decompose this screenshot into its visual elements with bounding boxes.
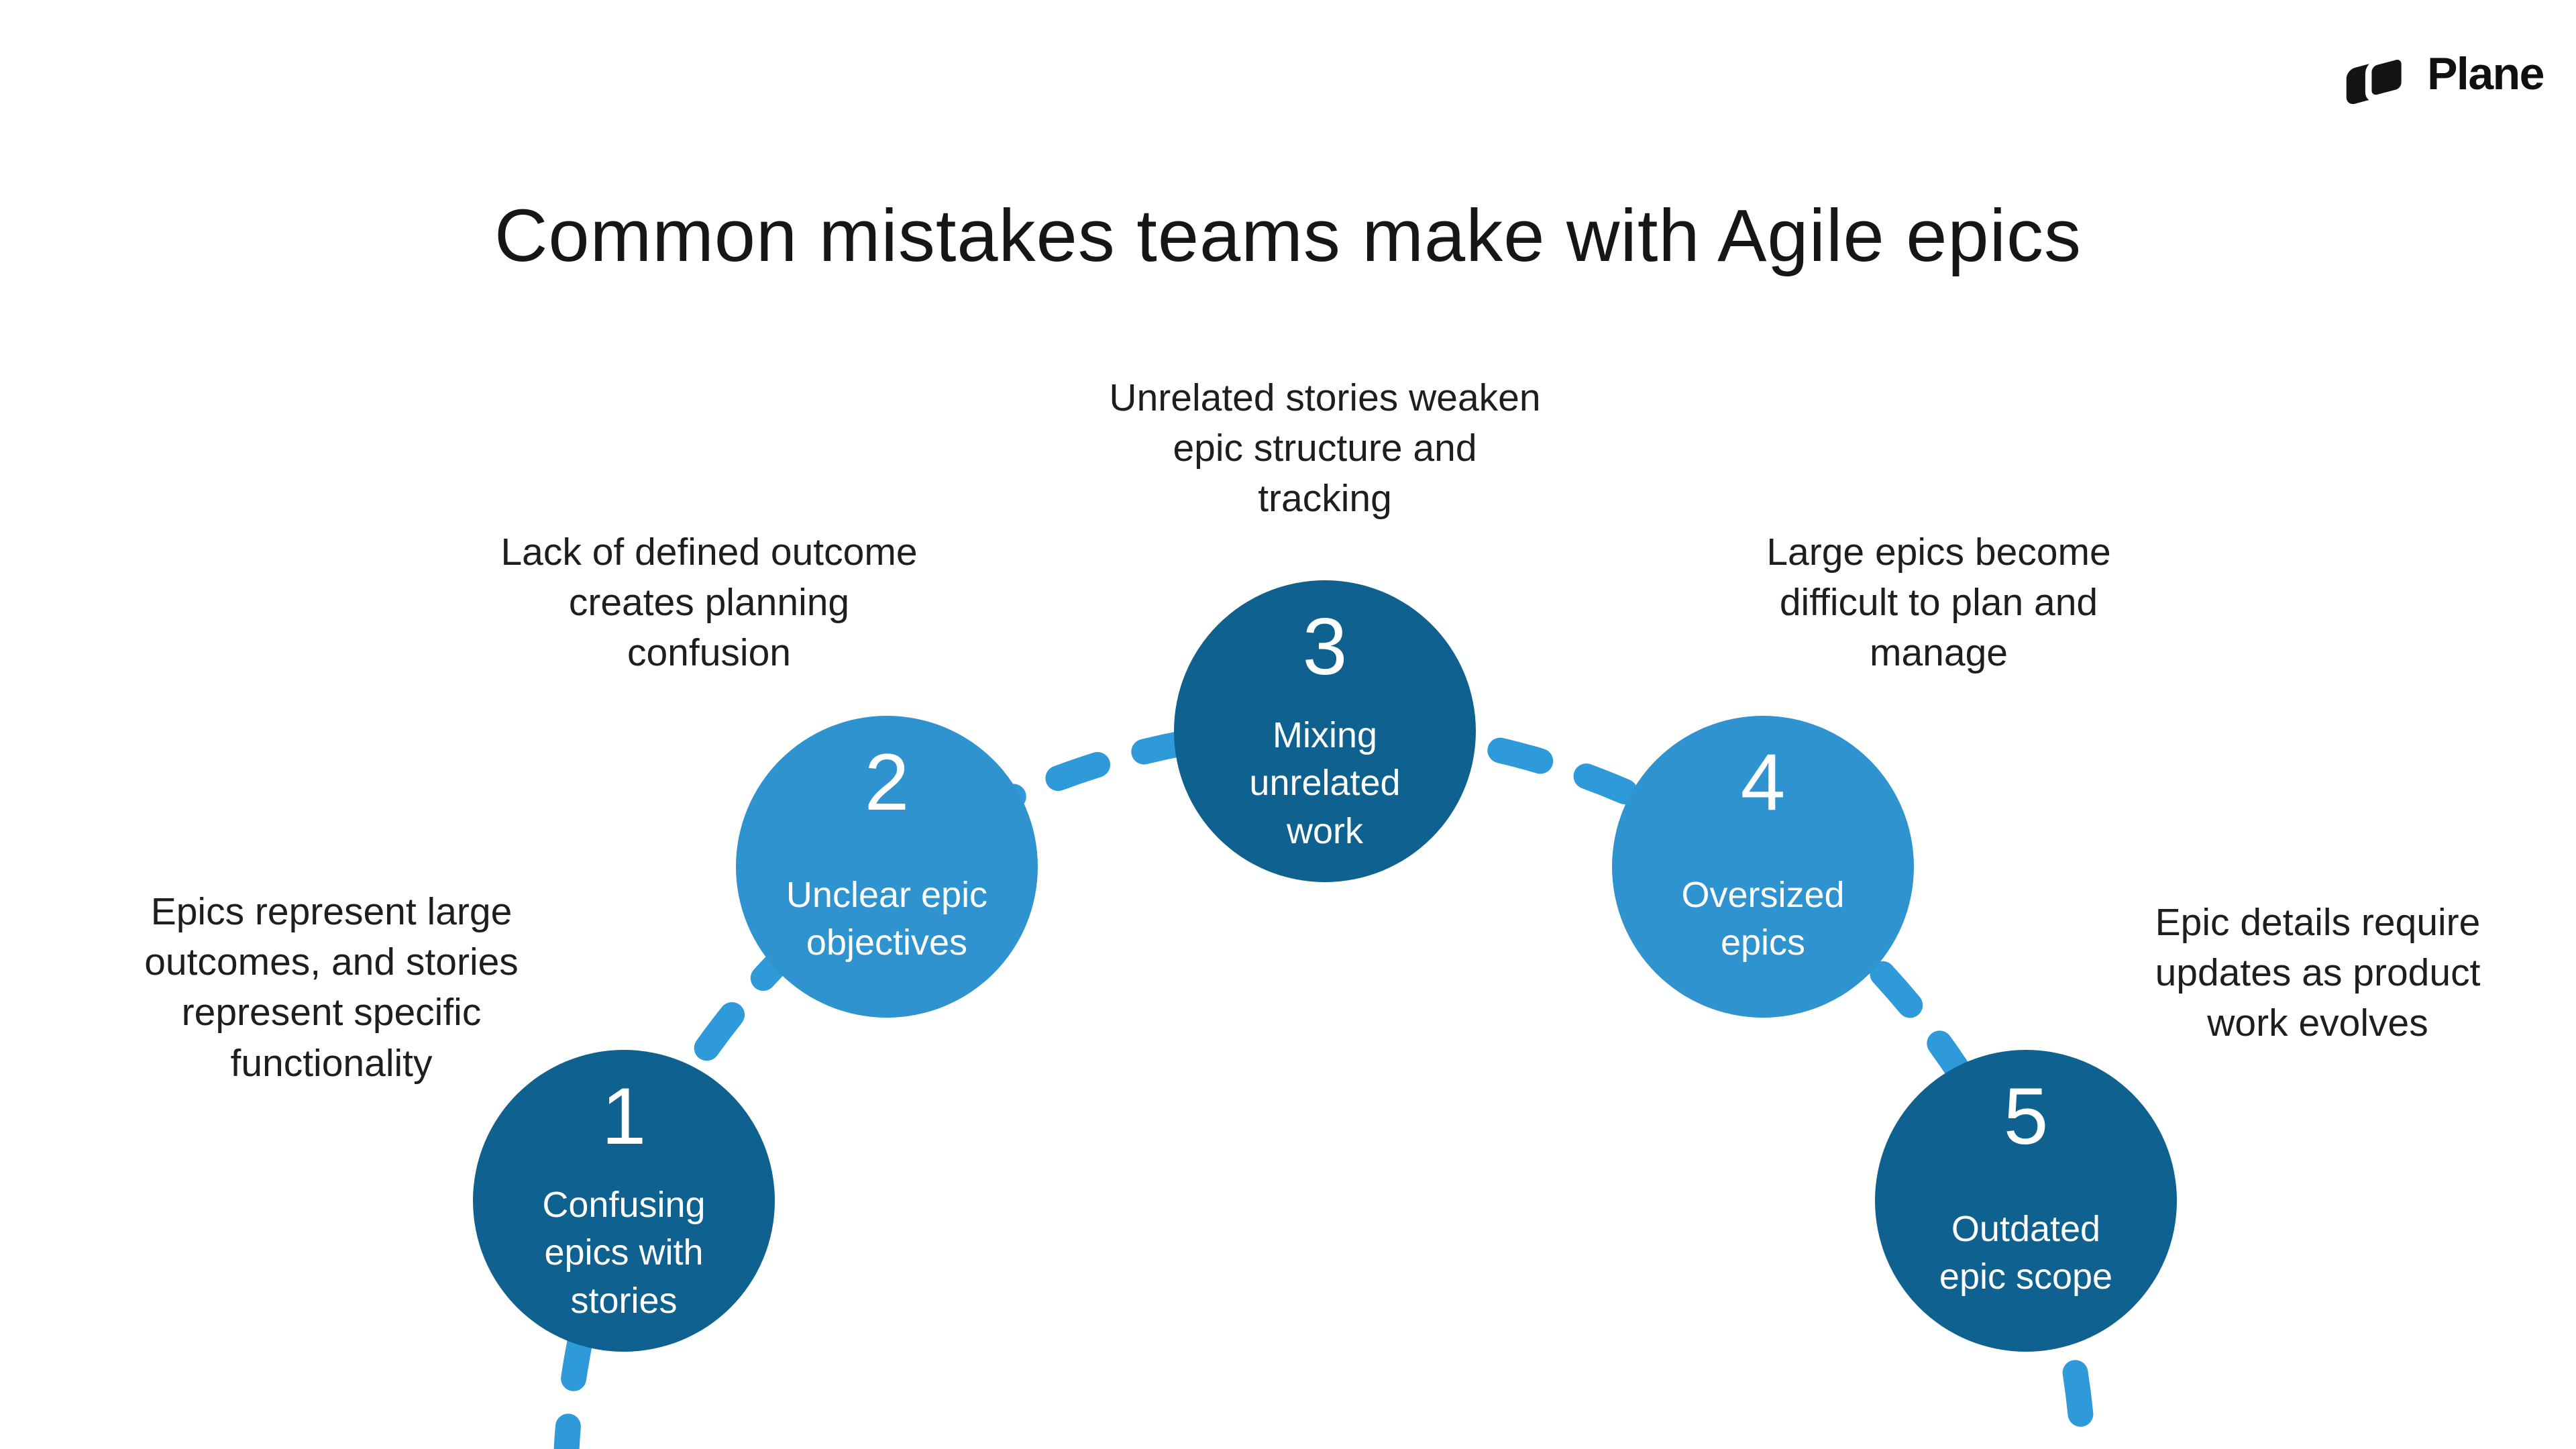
step-label: Outdated epic scope xyxy=(1939,1208,2113,1297)
step-description-2: Lack of defined outcome creates planning… xyxy=(500,531,918,675)
step-label: Unclear epic objectives xyxy=(786,874,988,963)
step-circle-3: 3 Mixing unrelated work xyxy=(1174,580,1476,882)
step-description-1: Epics represent large outcomes, and stor… xyxy=(144,890,519,1085)
step-number: 4 xyxy=(1740,737,1786,827)
step-label: Confusing epics with stories xyxy=(542,1185,706,1321)
step-number: 1 xyxy=(601,1071,647,1161)
step-description-3: Unrelated stories weaken epic structure … xyxy=(1109,376,1541,521)
step-label: Oversized epics xyxy=(1681,874,1845,963)
step-description-5: Epic details require updates as product … xyxy=(2155,901,2481,1045)
plane-logo: Plane xyxy=(2345,39,2544,109)
plane-logo-icon xyxy=(2346,53,2408,105)
step-label: Mixing unrelated work xyxy=(1249,715,1401,851)
step-circle-shape-1 xyxy=(473,1050,775,1352)
step-circle-4: 4 Oversized epics xyxy=(1612,716,1914,1018)
step-description-4: Large epics become difficult to plan and… xyxy=(1766,531,2111,675)
step-circle-shape-4 xyxy=(1612,716,1914,1018)
step-number: 3 xyxy=(1302,602,1348,692)
step-circle-shape-2 xyxy=(736,716,1038,1018)
step-circle-shape-3 xyxy=(1174,580,1476,882)
page-title: Common mistakes teams make with Agile ep… xyxy=(494,195,2082,277)
plane-logo-text: Plane xyxy=(2427,48,2544,99)
step-circle-5: 5 Outdated epic scope xyxy=(1875,1050,2177,1352)
step-circle-shape-5 xyxy=(1875,1050,2177,1352)
step-circle-2: 2 Unclear epic objectives xyxy=(736,716,1038,1018)
step-number: 2 xyxy=(864,737,910,827)
step-number: 5 xyxy=(2003,1071,2049,1161)
step-circle-1: 1 Confusing epics with stories xyxy=(473,1050,775,1352)
